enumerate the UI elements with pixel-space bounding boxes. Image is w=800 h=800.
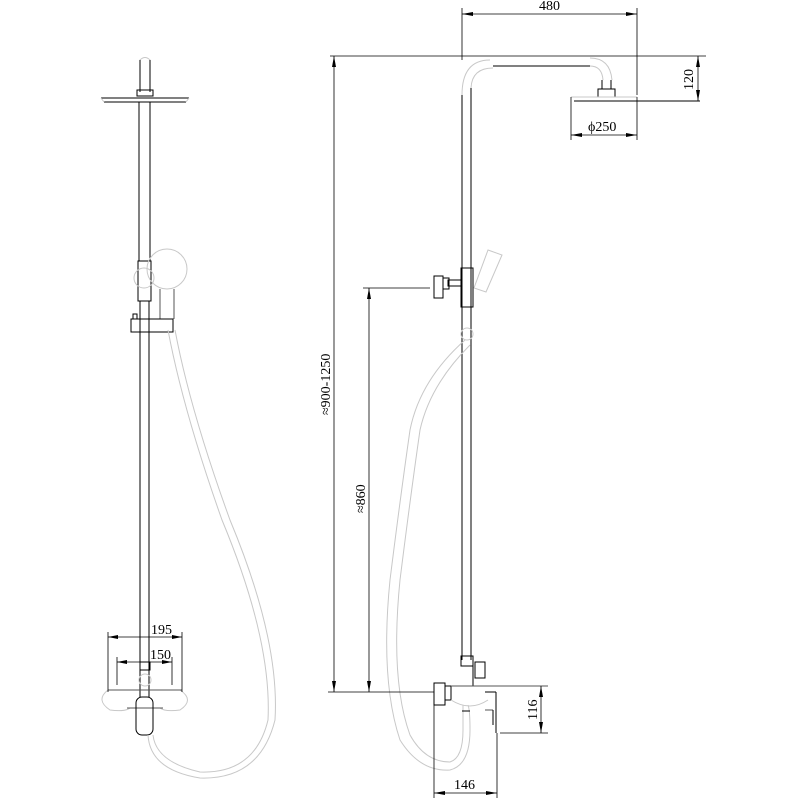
dim-holder-height: ≈860 bbox=[354, 484, 369, 513]
dim-head-diameter: ϕ250 bbox=[588, 120, 616, 135]
front-view: 195 150 bbox=[100, 57, 276, 779]
dim-total-height: ≈900-1250 bbox=[319, 354, 334, 415]
dim-mixer-depth: 146 bbox=[454, 778, 475, 793]
dim-mixer-width-outer: 195 bbox=[151, 623, 172, 638]
dim-mixer-height: 116 bbox=[526, 700, 541, 720]
side-view: 480 120 ϕ250 ≈900-1250 ≈860 116 bbox=[319, 0, 706, 798]
dim-arm-reach: 480 bbox=[539, 0, 560, 14]
dim-head-drop: 120 bbox=[682, 69, 697, 90]
dim-mixer-width-inner: 150 bbox=[150, 648, 171, 663]
